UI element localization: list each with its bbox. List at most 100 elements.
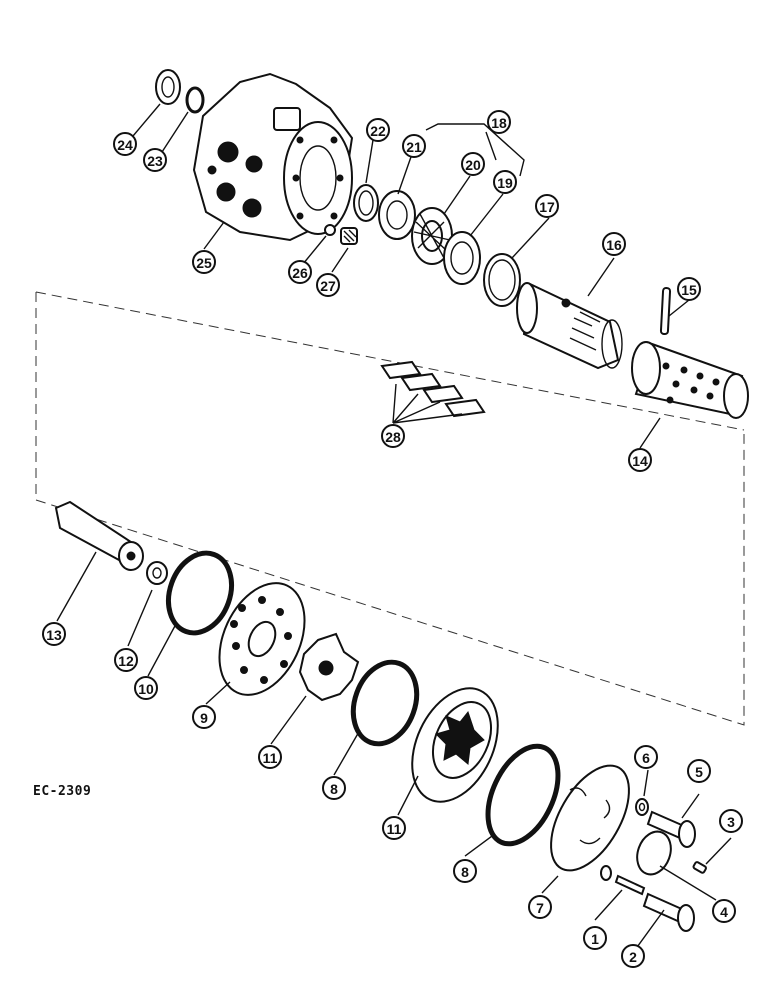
- part-26-ball: [324, 224, 336, 236]
- part-25-housing: [192, 72, 354, 242]
- part-23-o-ring: [185, 86, 205, 114]
- callout-13: 13: [42, 622, 66, 646]
- callout-number: 10: [138, 681, 154, 697]
- part-2-bolt: [642, 892, 695, 932]
- callout-11: 11: [258, 745, 282, 769]
- callout-circle: [487, 110, 511, 134]
- callout-number: 4: [720, 904, 728, 920]
- callout-1: 1: [583, 926, 607, 950]
- callout-circle: [453, 859, 477, 883]
- callout-number: 28: [385, 429, 401, 445]
- callout-number: 17: [539, 199, 555, 215]
- callout-circle: [192, 705, 216, 729]
- callout-15: 15: [677, 277, 701, 301]
- callout-number: 9: [200, 710, 208, 726]
- callout-number: 26: [292, 265, 308, 281]
- callout-circle: [687, 759, 711, 783]
- callout-circle: [258, 745, 282, 769]
- callout-8: 8: [322, 776, 346, 800]
- callout-number: 2: [629, 949, 637, 965]
- callout-circle: [402, 134, 426, 158]
- callout-25: 25: [192, 250, 216, 274]
- callout-number: 25: [196, 255, 212, 271]
- part-7-end-cap: [550, 764, 630, 872]
- callout-circle: [493, 170, 517, 194]
- callout-18-bracket: [425, 123, 525, 177]
- callout-circle: [114, 648, 138, 672]
- callout-17: 17: [535, 194, 559, 218]
- callout-24: 24: [113, 132, 137, 156]
- callout-circle: [113, 132, 137, 156]
- callout-11: 11: [382, 816, 406, 840]
- callout-circle: [461, 152, 485, 176]
- part-3-screw: [692, 861, 707, 874]
- part-15-pin: [659, 287, 672, 336]
- callout-circle: [143, 148, 167, 172]
- part-24-seal: [155, 69, 181, 105]
- callout-7: 7: [528, 895, 552, 919]
- callout-27: 27: [316, 273, 340, 297]
- part-21-thrust-washer: [378, 190, 416, 240]
- callout-10: 10: [134, 676, 158, 700]
- callout-23: 23: [143, 148, 167, 172]
- part-8-seal-ring-b: [485, 743, 561, 847]
- part-12-spacer: [146, 561, 168, 585]
- callout-22: 22: [366, 118, 390, 142]
- part-14-sleeve: [631, 341, 749, 419]
- callout-9: 9: [192, 705, 216, 729]
- callout-number: 7: [536, 900, 544, 916]
- callout-number: 12: [118, 653, 134, 669]
- callout-circle: [366, 118, 390, 142]
- callout-number: 13: [46, 627, 62, 643]
- callout-circle: [316, 273, 340, 297]
- callout-number: 11: [387, 821, 402, 837]
- figure-code-label: EC-2309: [33, 784, 92, 799]
- part-17-ring: [483, 253, 521, 307]
- part-11-rotor: [298, 632, 360, 702]
- part-19-thrust-washer: [443, 231, 481, 285]
- callout-number: 16: [606, 237, 622, 253]
- callout-group: 2423222120191817161525262728141312109118…: [42, 110, 743, 968]
- callout-21: 21: [402, 134, 426, 158]
- callout-28: 28: [381, 424, 405, 448]
- callout-circle: [621, 944, 645, 968]
- callout-circle: [634, 745, 658, 769]
- part-4-plate: [636, 830, 672, 876]
- part-28-centering-springs: [380, 360, 486, 418]
- callout-circle: [381, 424, 405, 448]
- callout-14: 14: [628, 448, 652, 472]
- callout-number: 22: [370, 123, 386, 139]
- callout-3: 3: [719, 809, 743, 833]
- callout-20: 20: [461, 152, 485, 176]
- callout-circle: [382, 816, 406, 840]
- callout-number: 3: [727, 814, 735, 830]
- callout-16: 16: [602, 232, 626, 256]
- callout-6: 6: [634, 745, 658, 769]
- part-22-bushing: [353, 184, 379, 222]
- callout-5: 5: [687, 759, 711, 783]
- assembly-dashed-lines: [35, 291, 745, 726]
- callout-circle: [42, 622, 66, 646]
- part-6-washer: [635, 798, 649, 816]
- callout-circle: [528, 895, 552, 919]
- callout-circle: [192, 250, 216, 274]
- part-11-stator: [411, 687, 499, 803]
- part-8-seal-ring-a: [350, 659, 420, 747]
- callout-number: 8: [330, 781, 338, 797]
- callout-circle: [322, 776, 346, 800]
- callout-2: 2: [621, 944, 645, 968]
- callout-8: 8: [453, 859, 477, 883]
- callout-circle: [535, 194, 559, 218]
- callout-number: 27: [320, 278, 336, 294]
- callout-number: 5: [695, 764, 703, 780]
- callout-circle: [628, 448, 652, 472]
- callout-12: 12: [114, 648, 138, 672]
- callout-circle: [712, 899, 736, 923]
- callout-number: 20: [465, 157, 481, 173]
- callout-circle: [583, 926, 607, 950]
- callout-number: 6: [642, 750, 650, 766]
- callout-circle: [134, 676, 158, 700]
- part-10-seal-ring: [166, 550, 234, 636]
- part-13-drive-shaft: [54, 500, 144, 571]
